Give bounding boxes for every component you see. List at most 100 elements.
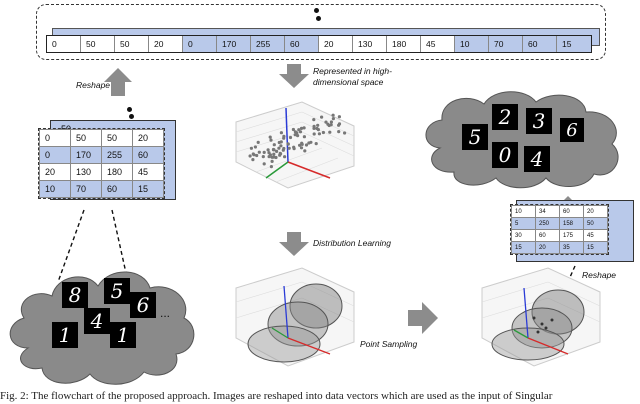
ellipsis-dot: [316, 16, 321, 21]
scatter-point: [253, 145, 257, 149]
scatter-point: [262, 150, 266, 154]
scatter-point: [343, 131, 347, 135]
digit-image: 4: [524, 146, 550, 172]
label-distribution: Distribution Learning: [313, 238, 391, 248]
matrix-cell: 60: [101, 180, 133, 198]
matrix-cell: 15: [583, 241, 608, 254]
scatter-point: [298, 143, 302, 147]
matrix-cell: 10: [39, 180, 71, 198]
vector-cell: 60: [523, 36, 557, 52]
scatter-point: [314, 142, 318, 146]
scatter-point: [312, 132, 316, 136]
up-arrow-left: [104, 68, 132, 96]
scatter-point: [329, 120, 333, 124]
scatter-point: [331, 113, 335, 117]
scatter-point: [272, 143, 276, 147]
vector-cell: 10: [455, 36, 489, 52]
vector-cell: 170: [217, 36, 251, 52]
vector-cell: 50: [81, 36, 115, 52]
vector-cell: 15: [557, 36, 591, 52]
scatter-point: [328, 130, 332, 134]
scatter-point: [278, 153, 282, 157]
digit-image: 6: [130, 292, 156, 318]
matrix-cell: 180: [101, 163, 133, 181]
scatter-point: [286, 142, 290, 146]
figure-caption: Fig. 2: The flowchart of the proposed ap…: [0, 390, 553, 402]
scatter-point: [324, 120, 328, 124]
matrix-cell: 20: [535, 241, 560, 254]
scatter-point: [282, 136, 286, 140]
scatter-point: [337, 130, 341, 134]
scatter-point: [293, 133, 297, 137]
scatter-point: [303, 149, 307, 153]
matrix-cell: 60: [132, 146, 164, 164]
matrix-cell: 0: [39, 146, 71, 164]
scatter-point: [269, 138, 273, 142]
vector-cell: 0: [47, 36, 81, 52]
matrix-cell: 45: [583, 229, 608, 242]
scatter-point: [277, 146, 281, 150]
sampled-3d-plot: [481, 267, 601, 367]
scatter-point: [270, 159, 274, 163]
gaussian-3d-plot: [235, 267, 355, 367]
matrix-cell: 20: [583, 205, 608, 218]
scatter-point: [272, 152, 276, 156]
matrix-cell: 60: [559, 205, 584, 218]
scatter-point: [288, 135, 293, 140]
scatter-3d-plot: [235, 101, 355, 189]
scatter-point: [331, 117, 335, 121]
digit-image: 6: [560, 118, 584, 142]
matrix-cell: 175: [559, 229, 584, 242]
scatter-point: [337, 122, 342, 126]
vector-cell: 20: [149, 36, 183, 52]
matrix-cell: 250: [535, 217, 560, 230]
connector-left-1: [57, 209, 85, 283]
label-represented-2: dimensional space: [313, 77, 384, 87]
matrix-cell: 5: [511, 217, 536, 230]
scatter-point: [275, 149, 279, 153]
scatter-point: [279, 144, 283, 148]
scatter-point: [287, 146, 291, 150]
scatter-point: [267, 155, 271, 159]
matrix-cell: 35: [559, 241, 584, 254]
digit-image: 2: [492, 104, 518, 130]
digit-image: 5: [104, 278, 130, 304]
vector-cell: 50: [115, 36, 149, 52]
vector-cell: 45: [421, 36, 455, 52]
vector-cell: 255: [251, 36, 285, 52]
scatter-point: [329, 123, 333, 127]
scatter-point: [262, 162, 266, 166]
scatter-point: [309, 140, 313, 144]
matrix-cell: 30: [511, 229, 536, 242]
label-reshape-right: Reshape: [582, 270, 617, 280]
matrix-cell: 10: [511, 205, 536, 218]
ellipsis-dot: [314, 8, 319, 13]
matrix-cell: 70: [70, 180, 102, 198]
scatter-point: [293, 130, 297, 134]
scatter-point: [312, 118, 316, 122]
output-cloud: [425, 91, 619, 189]
digit-image: 5: [462, 124, 488, 150]
vector-cell: 0: [183, 36, 217, 52]
matrix-cell: 255: [101, 146, 133, 164]
scatter-point: [268, 135, 272, 139]
vector-cell: 70: [489, 36, 523, 52]
scatter-point: [255, 153, 259, 158]
digit-image: 4: [84, 308, 110, 334]
digit-image: 0: [492, 142, 518, 168]
scatter-point: [320, 115, 324, 119]
ellipsis-dot: [127, 107, 132, 112]
matrix-cell: 50: [101, 129, 133, 147]
scatter-point: [256, 140, 260, 144]
matrix-cell: 170: [70, 146, 102, 164]
scatter-point: [297, 128, 301, 132]
scatter-point: [302, 126, 306, 130]
digit-image: 3: [526, 108, 552, 134]
vector-cell: 20: [319, 36, 353, 52]
scatter-point: [282, 146, 286, 151]
scatter-point: [279, 140, 283, 144]
label-represented-1: Represented in high-: [313, 66, 392, 76]
